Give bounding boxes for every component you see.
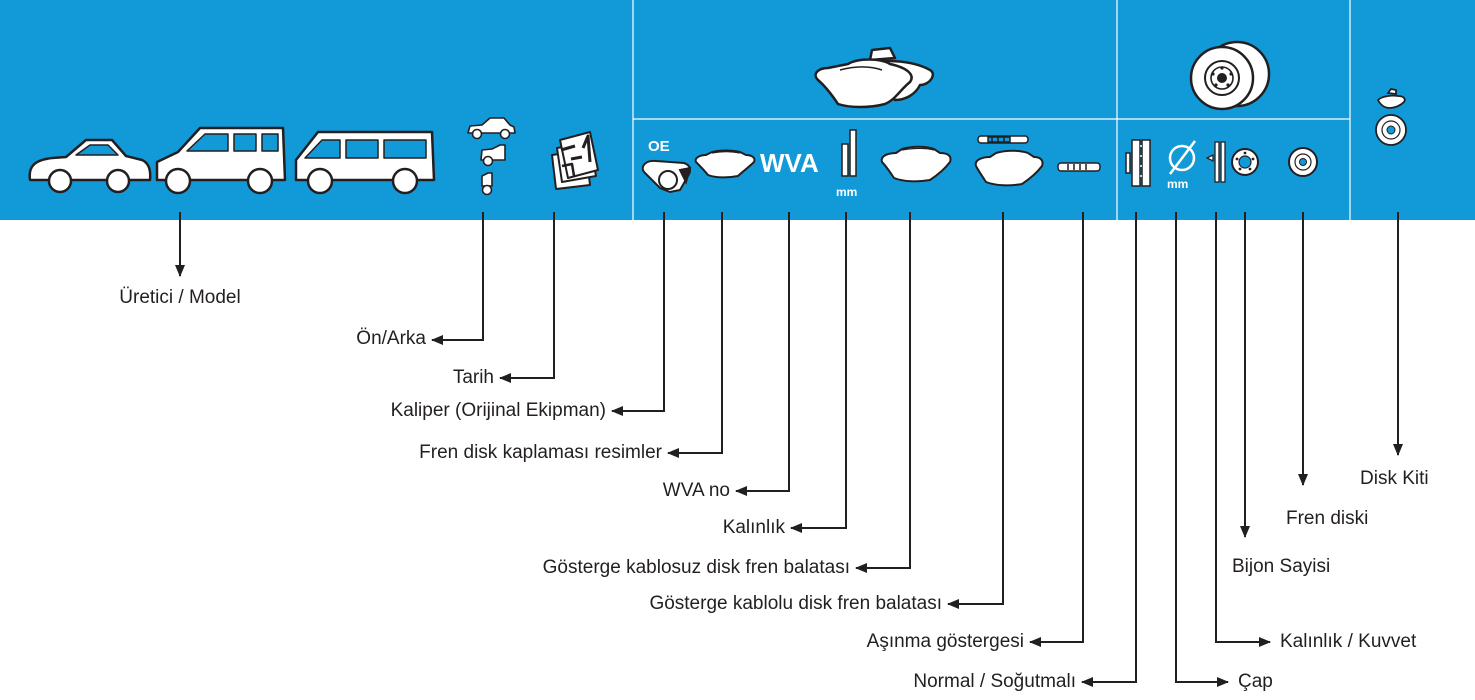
brake-disc-icon (1288, 147, 1318, 177)
label-thickness-strength: Kalınlık / Kuvvet (1280, 631, 1417, 652)
wear-indicator-icon (1057, 162, 1101, 172)
leader-pad-wired (947, 212, 1004, 609)
disc-thickness-icon (1205, 141, 1226, 183)
brake-disc-pair-icon (1189, 40, 1271, 111)
thickness-unit: mm (836, 185, 857, 199)
label-brake-disc: Fren diski (1286, 508, 1369, 529)
label-wva-no: WVA no (662, 480, 730, 501)
label-pad-images: Fren disk kaplaması resimler (419, 442, 662, 463)
leader-caliper (611, 212, 665, 416)
leader-diameter (1175, 212, 1229, 687)
label-bolt-count: Bijon Sayisi (1232, 556, 1331, 577)
thickness-bar-icon (841, 129, 857, 177)
label-disc-kit: Disk Kiti (1360, 468, 1429, 489)
leader-thickness-strength (1215, 212, 1271, 647)
label-normal-ventilated: Normal / Soğutmalı (913, 671, 1076, 692)
oe-badge: OE (648, 138, 670, 155)
caliper-icon (641, 159, 692, 194)
header-band (0, 0, 1475, 220)
brake-pad-wireless-icon (880, 145, 952, 183)
leader-normal-vent (1081, 212, 1137, 687)
suv-icon (155, 126, 287, 195)
sedan-car-icon (28, 138, 152, 194)
brake-pad-icon (694, 149, 756, 179)
leader-front-rear (431, 212, 484, 345)
van-icon (294, 130, 436, 195)
leader-pad-images (667, 212, 723, 458)
label-front-rear: Ön/Arka (356, 328, 426, 349)
brake-pad-group-icon (814, 46, 935, 109)
label-date: Tarih (452, 367, 494, 388)
front-rear-axle-icon (467, 117, 516, 196)
label-wear-indicator: Aşınma göstergesi (866, 631, 1024, 652)
label-manufacturer-model: Üretici / Model (119, 287, 241, 308)
leader-wear (1029, 212, 1084, 647)
label-diameter: Çap (1238, 671, 1273, 692)
label-pad-wireless: Gösterge kablosuz disk fren balatası (542, 557, 850, 578)
leader-wva (735, 212, 790, 496)
leader-thickness (790, 212, 847, 533)
leader-pad-wireless (855, 212, 911, 573)
wired-brake-pad-icon (974, 135, 1044, 187)
disc-type-icon (1125, 139, 1151, 187)
wva-badge: WVA (760, 148, 819, 178)
diameter-icon (1168, 140, 1196, 175)
label-caliper: Kaliper (Orijinal Ekipman) (390, 400, 606, 421)
label-pad-wired: Gösterge kablolu disk fren balatası (649, 593, 942, 614)
diameter-unit: mm (1167, 177, 1188, 191)
leader-date (499, 212, 555, 383)
calendar-icon (551, 131, 599, 190)
disc-kit-icon (1375, 88, 1407, 146)
header-dividers (632, 0, 1351, 220)
label-thickness: Kalınlık (722, 517, 785, 538)
bolt-count-icon (1231, 148, 1259, 176)
